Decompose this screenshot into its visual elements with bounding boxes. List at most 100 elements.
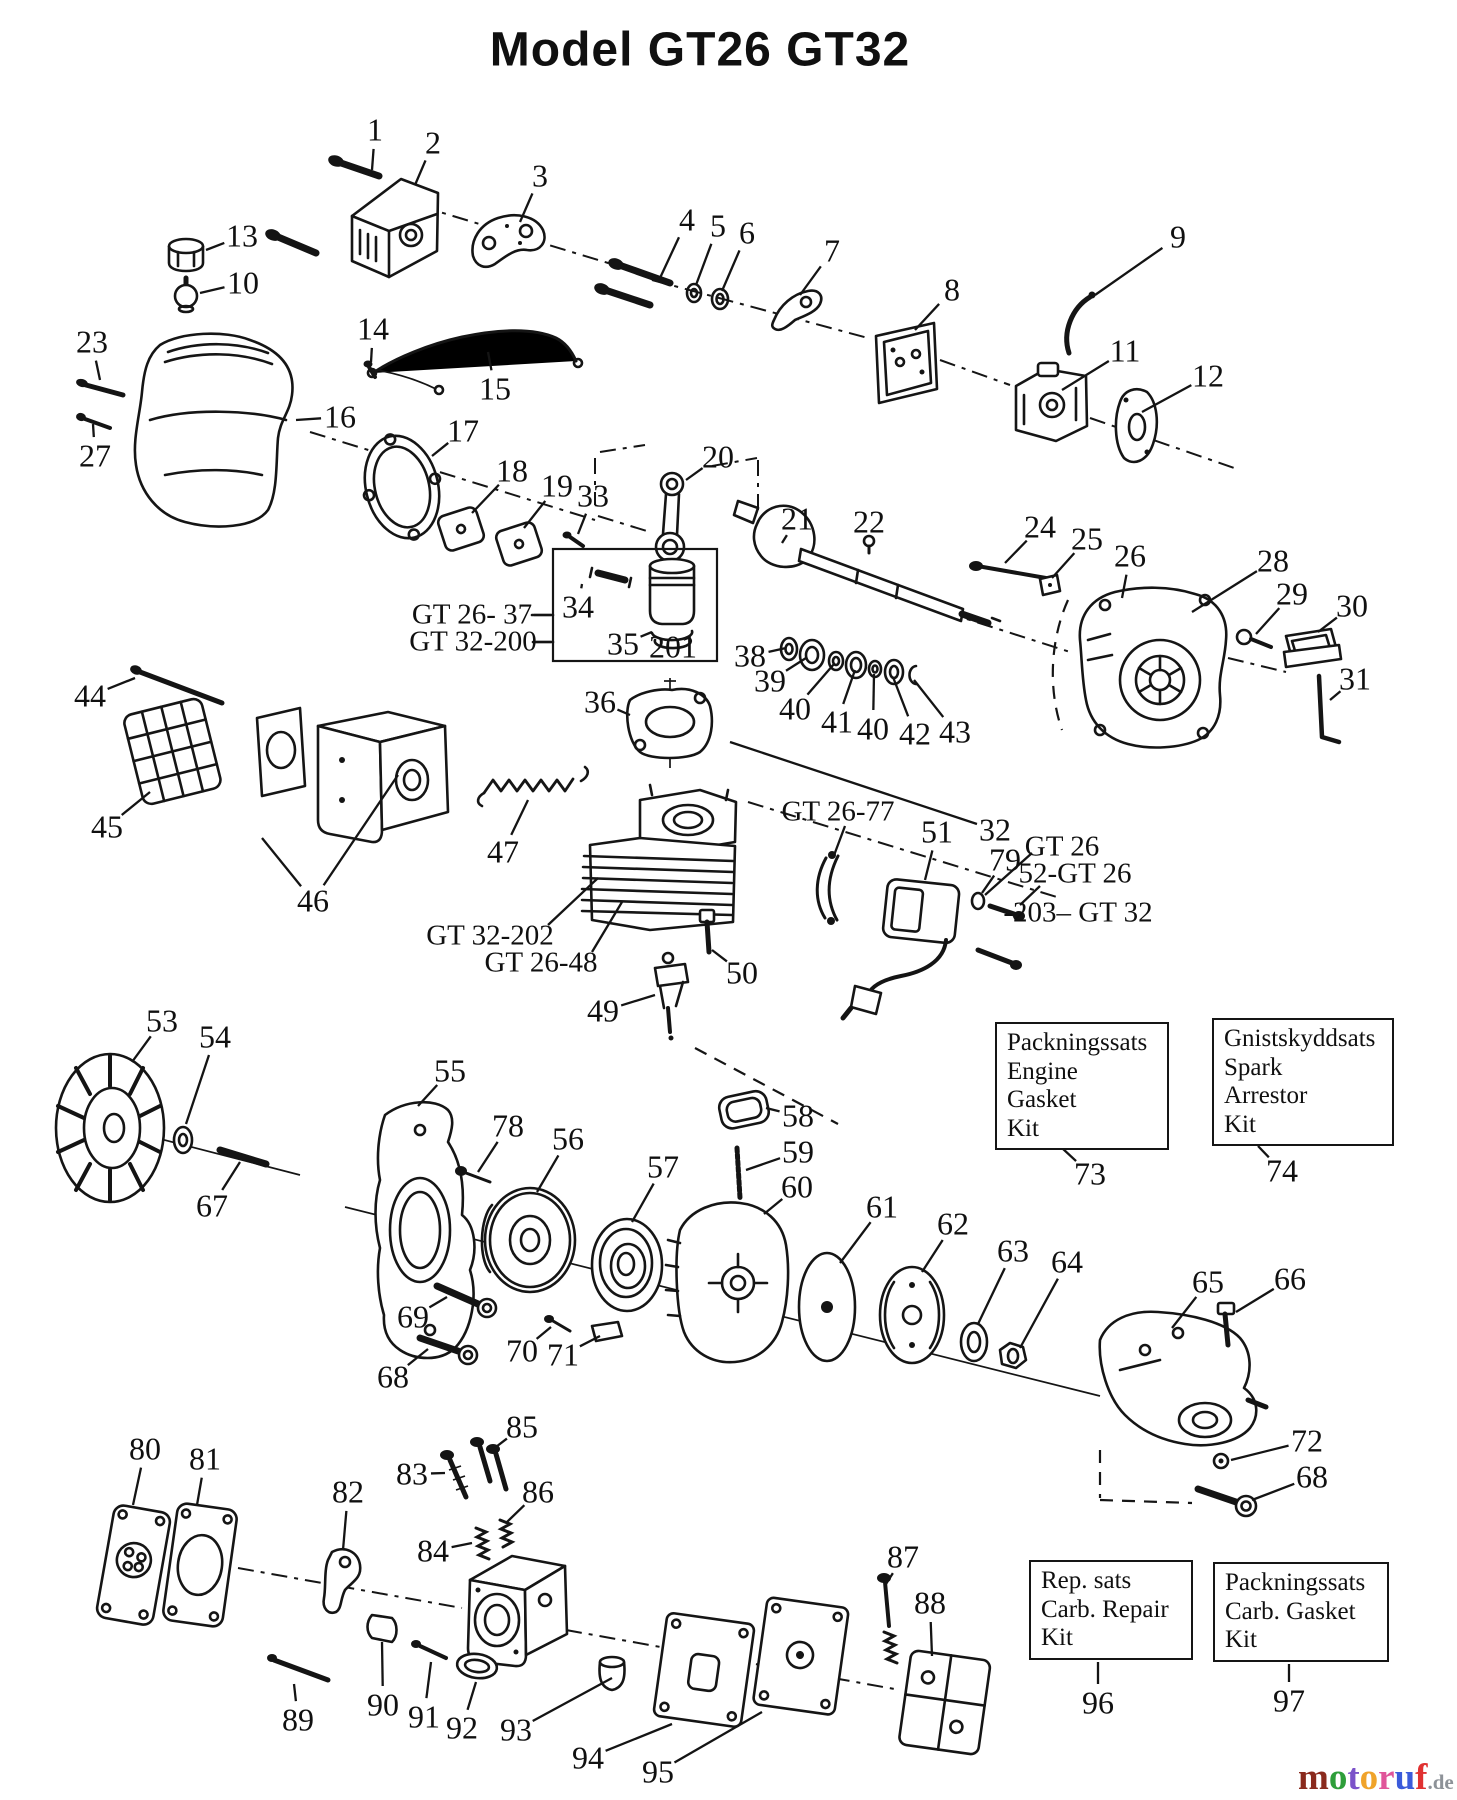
callout-41: 41 [821,703,853,740]
callout-56: 56 [552,1120,584,1157]
kit-box-line: Packningssats [1225,1569,1366,1596]
part-59-starter-rope [734,1145,743,1201]
callout-71: 71 [547,1336,579,1373]
callout-63: 63 [997,1232,1029,1269]
callout-201: 201 [649,628,697,665]
part-7-lever [770,289,823,332]
part-label-gt-26-37: GT 26- 37 [411,598,533,631]
part-68-bolt-right [1194,1485,1258,1518]
callout-29: 29 [1276,575,1308,612]
part-53-flywheel [54,1052,166,1204]
callout-74: 74 [1266,1152,1298,1189]
callout-67: 67 [196,1187,228,1224]
part-19-reed-plate [494,521,544,567]
kit-box-engine-gasket: Packningssats Engine Gasket Kit [995,1022,1169,1150]
callout-89: 89 [282,1701,314,1738]
part-47-spring [476,765,590,808]
callout-23: 23 [76,323,108,360]
callout-66: 66 [1274,1260,1306,1297]
callout-69: 69 [397,1298,429,1335]
callout-3: 3 [532,157,548,194]
callout-20: 20 [702,438,734,475]
part-23-screw [76,378,126,398]
part-89-pin [267,1654,331,1683]
callout-84: 84 [417,1532,449,1569]
part-18-reed-plate [436,506,486,552]
part-94-gasket [652,1611,756,1729]
part-84-spring [473,1526,492,1561]
callout-39: 39 [754,662,786,699]
part-8-plate [874,321,939,405]
callout-36: 36 [584,683,616,720]
part-49-spark-plug [653,951,690,1041]
kit-box-carb-gasket: Packningssats Carb. Gasket Kit [1213,1562,1389,1662]
part-60-starter-cover [664,1201,790,1364]
callout-45: 45 [91,808,123,845]
callout-13: 13 [226,217,258,254]
kit-box-line: Carb. Gasket [1225,1597,1356,1625]
callout-91: 91 [408,1698,440,1735]
callout-73: 73 [1074,1155,1106,1192]
callout-62: 62 [937,1205,969,1242]
callout-33: 33 [577,477,609,514]
callout-86: 86 [522,1473,554,1510]
callout-47: 47 [487,833,519,870]
callout-2: 2 [425,124,441,161]
part-3-bracket [471,214,546,269]
kit-box-line: Kit [1225,1626,1257,1653]
callout-93: 93 [500,1711,532,1748]
part-29-bolt [1235,628,1273,649]
part-17-gasket [362,433,442,541]
callout-54: 54 [199,1018,231,1055]
callout-17: 17 [447,412,479,449]
watermark-letter: t [1347,1757,1360,1798]
part-28-crankcase [1078,586,1228,749]
callout-46: 46 [297,882,329,919]
part-90-clip [366,1613,398,1644]
kit-box-line: Arrestor [1224,1082,1308,1109]
callout-10: 10 [227,264,259,301]
part-15-throttle-cable [366,329,584,396]
callout-38: 38 [734,637,766,674]
part-68-bolt-left [416,1334,479,1366]
callout-97: 97 [1273,1682,1305,1719]
part-65-clutch-cover [1098,1310,1269,1447]
callout-32: 32 [979,811,1011,848]
callout-28: 28 [1257,542,1289,579]
part-label-52-gt-26: 52-GT 26 [1018,857,1132,890]
part-label--203-gt-32: -203– GT 32 [1003,896,1153,929]
part-31-allen-key [1316,673,1342,745]
part-30-arrestor-plate [1282,627,1343,669]
callout-92: 92 [446,1709,478,1746]
watermark-letter: m [1298,1757,1329,1798]
callout-35: 35 [607,625,639,662]
callout-4: 4 [679,201,695,238]
callout-43: 43 [939,713,971,750]
callout-5: 5 [710,207,726,244]
callout-83: 83 [396,1455,428,1492]
callout-8: 8 [944,271,960,308]
callout-25: 25 [1071,520,1103,557]
part-81-gasket [162,1502,238,1628]
callout-68: 68 [377,1358,409,1395]
callout-82: 82 [332,1473,364,1510]
callout-60: 60 [781,1168,813,1205]
callout-9: 9 [1170,218,1186,255]
part-61-friction-disc [797,1251,857,1363]
part-22-bolt [862,534,876,555]
callout-90: 90 [367,1686,399,1723]
part-45-muffler-screen [123,697,222,806]
callout-95: 95 [642,1753,674,1790]
watermark-letter: o [1328,1757,1348,1798]
callout-51: 51 [921,813,953,850]
callout-55: 55 [434,1052,466,1089]
part-51-ignition-coil [840,878,1022,1021]
part-46-muffler [255,706,450,844]
callout-94: 94 [572,1739,604,1776]
callout-79: 79 [989,841,1021,878]
kit-box-line: Spark [1224,1053,1283,1081]
watermark-suffix: .de [1427,1770,1454,1794]
